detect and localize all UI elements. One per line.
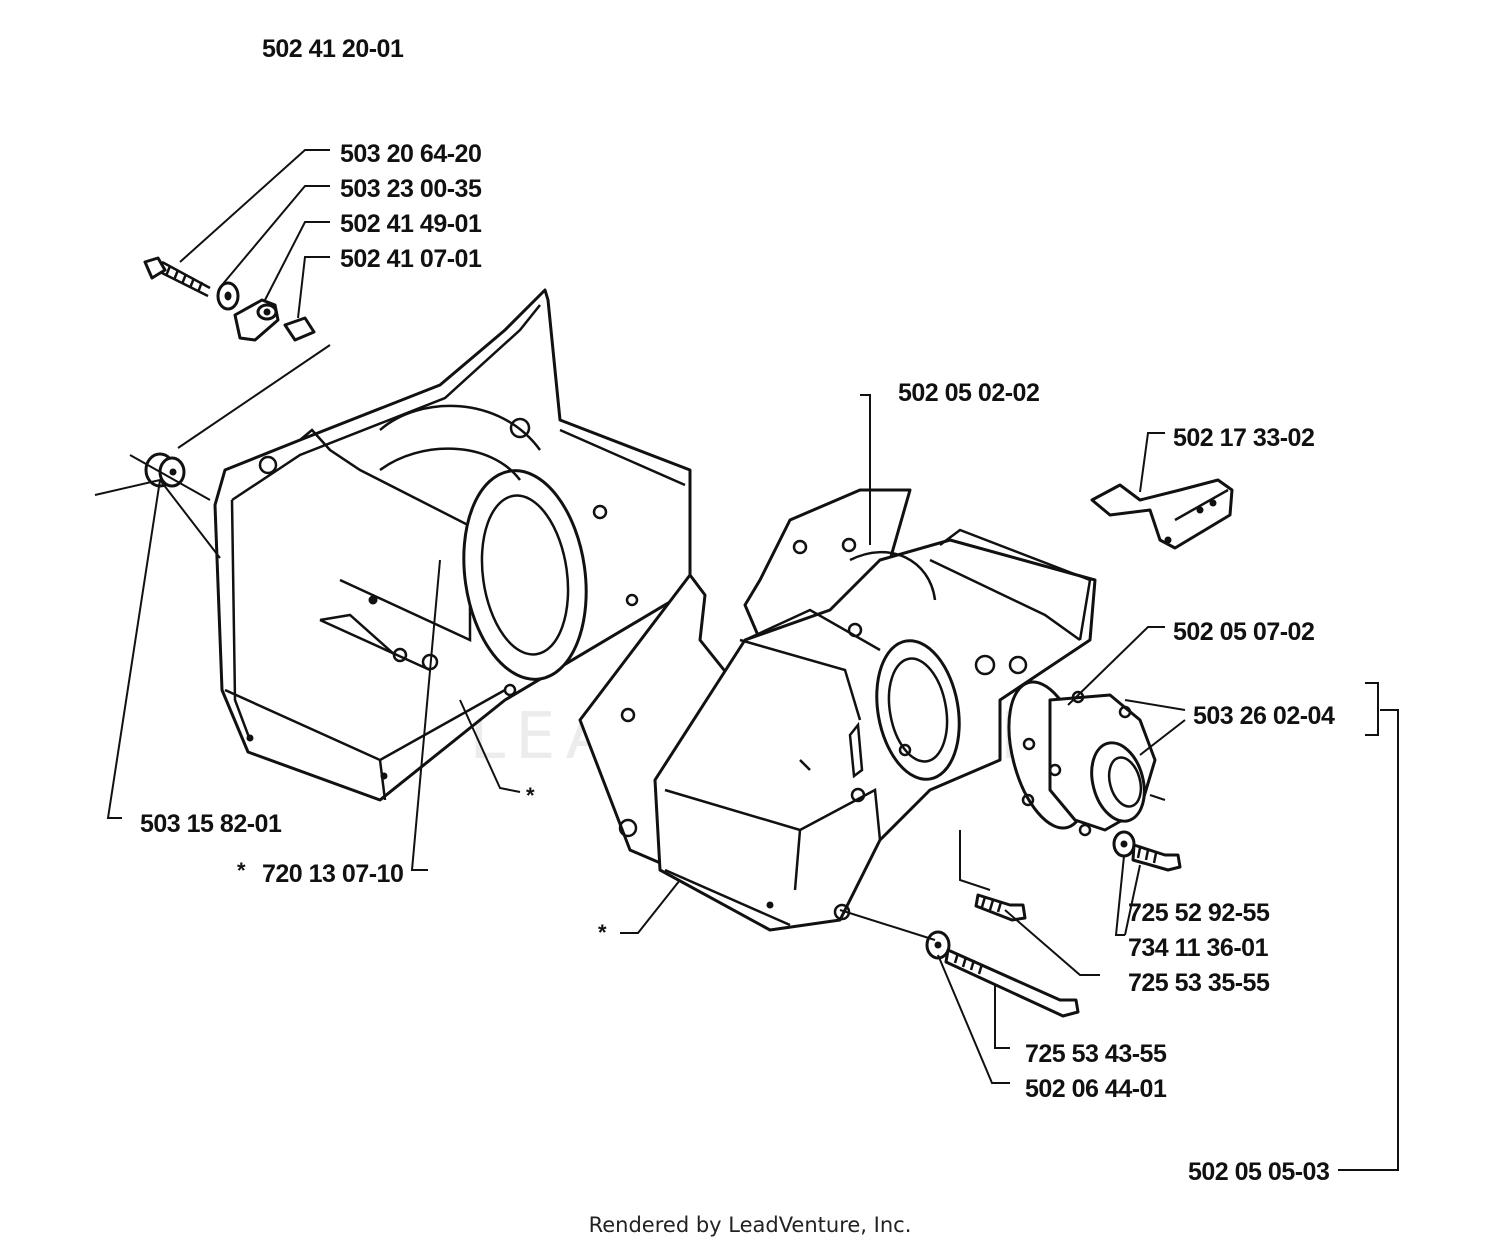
- asterisk-mark: *: [526, 783, 535, 808]
- sleeve-part[interactable]: [283, 316, 316, 342]
- clamp-part[interactable]: [233, 298, 280, 342]
- callout-label: 502 41 49-01: [340, 210, 482, 238]
- right-crankcase-half[interactable]: [578, 488, 1097, 932]
- callout-label: 725 53 35-55: [1128, 969, 1270, 997]
- callout-label: 502 05 02-02: [898, 379, 1039, 407]
- callout-label: 725 53 43-55: [1025, 1040, 1167, 1068]
- callout-label: 734 11 36-01: [1128, 934, 1269, 962]
- screw-long-washer[interactable]: [925, 930, 1080, 1018]
- callout-label: 725 52 92-55: [1128, 899, 1270, 927]
- callout-label: 503 20 64-20: [340, 140, 481, 168]
- callout-label: 503 23 00-35: [340, 175, 482, 203]
- callout-label: 720 13 07-10: [262, 860, 403, 888]
- asterisk-mark: *: [598, 920, 607, 945]
- bracket-part[interactable]: [1090, 478, 1234, 550]
- bolt-part[interactable]: [143, 256, 211, 298]
- callout-labels: 503 20 64-20 503 23 00-35 502 41 49-01 5…: [140, 140, 1335, 1186]
- callout-prefix: *: [237, 858, 246, 883]
- callout-label: 503 26 02-04: [1193, 702, 1335, 730]
- callout-label: 502 06 44-01: [1025, 1075, 1167, 1103]
- callout-label: 502 17 33-02: [1173, 424, 1314, 452]
- callout-label: 502 41 07-01: [340, 245, 482, 273]
- left-crankcase-half[interactable]: [213, 288, 692, 802]
- footer-credit: Rendered by LeadVenture, Inc.: [589, 1213, 912, 1237]
- screw-short[interactable]: [974, 893, 1027, 922]
- callout-label: 503 15 82-01: [140, 810, 282, 838]
- callout-label: 502 05 07-02: [1173, 618, 1314, 646]
- leader-lines: [94, 149, 1399, 1171]
- washer-part[interactable]: [216, 281, 240, 311]
- assembly-number: 502 41 20-01: [262, 35, 404, 63]
- bearing-housing-part[interactable]: [995, 673, 1166, 837]
- callout-label: 502 05 05-03: [1188, 1158, 1329, 1186]
